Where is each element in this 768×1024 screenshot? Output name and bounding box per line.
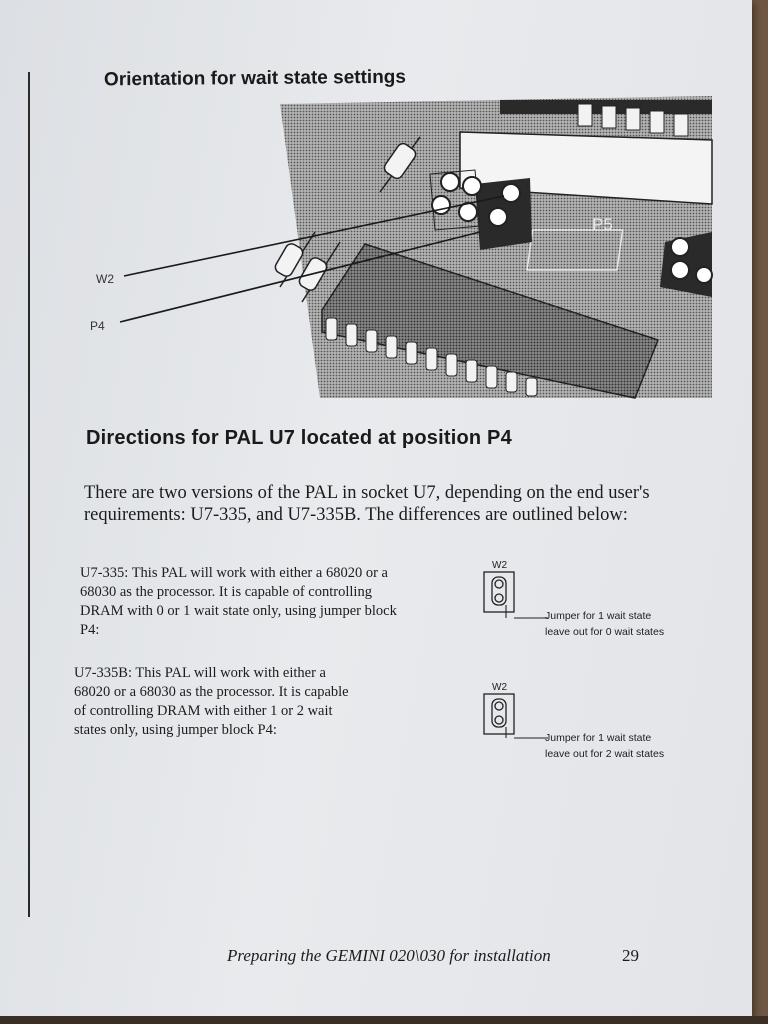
note-line: leave out for 0 wait states bbox=[545, 626, 665, 638]
page-number: 29 bbox=[622, 946, 639, 965]
note-line: Jumper for 1 wait state bbox=[545, 732, 652, 744]
item-line: U7-335B: This PAL will work with either … bbox=[74, 665, 326, 681]
page-footer: Preparing the GEMINI 020\030 for install… bbox=[227, 946, 551, 965]
item-line: P4: bbox=[80, 622, 100, 638]
pal-chip bbox=[321, 243, 659, 399]
jumper-note-u7-335: Jumper for 1 wait state leave out for 0 … bbox=[545, 608, 664, 640]
item-line: of controlling DRAM with either 1 or 2 w… bbox=[74, 703, 333, 719]
heading-directions: Directions for PAL U7 located at positio… bbox=[86, 427, 512, 449]
manual-page: Orientation for wait state settings bbox=[0, 0, 752, 1016]
note-line: Jumper for 1 wait state bbox=[545, 610, 652, 622]
heading-orientation: Orientation for wait state settings bbox=[103, 66, 407, 91]
note-line: leave out for 2 wait states bbox=[545, 748, 665, 760]
jumper-label: W2 bbox=[492, 682, 507, 693]
intro-paragraph: There are two versions of the PAL in soc… bbox=[84, 483, 650, 525]
resistors bbox=[274, 136, 421, 303]
item-line: 68030 as the processor. It is capable of… bbox=[80, 584, 372, 600]
jumper-block-p4 bbox=[429, 169, 532, 250]
pal-version-u7-335: U7-335: This PAL will work with either a… bbox=[80, 564, 465, 640]
item-line: U7-335: This PAL will work with either a… bbox=[80, 565, 388, 581]
jumper-diagram-u7-335b: W2 bbox=[483, 682, 548, 739]
p4-callout: P4 bbox=[90, 319, 105, 333]
jumper-diagram-u7-335: W2 bbox=[483, 560, 548, 619]
w2-leader-line bbox=[123, 195, 505, 277]
margin-rule bbox=[28, 72, 30, 917]
board-illustration: P5 bbox=[90, 96, 713, 399]
top-connector bbox=[500, 100, 712, 137]
item-line: 68020 or a 68030 as the processor. It is… bbox=[74, 684, 349, 700]
p5-outline bbox=[526, 229, 624, 271]
p4-leader-line bbox=[119, 231, 481, 323]
right-jumper-block bbox=[660, 232, 713, 297]
jumper-note-u7-335b: Jumper for 1 wait state leave out for 2 … bbox=[545, 730, 664, 762]
item-line: DRAM with 0 or 1 wait state only, using … bbox=[80, 603, 397, 619]
jumper-label: W2 bbox=[492, 560, 507, 571]
w2-callout: W2 bbox=[96, 272, 114, 286]
pal-version-u7-335b: U7-335B: This PAL will work with either … bbox=[74, 664, 404, 740]
table-edge bbox=[0, 1016, 768, 1024]
item-line: states only, using jumper block P4: bbox=[74, 722, 277, 738]
p5-label: P5 bbox=[592, 215, 613, 234]
